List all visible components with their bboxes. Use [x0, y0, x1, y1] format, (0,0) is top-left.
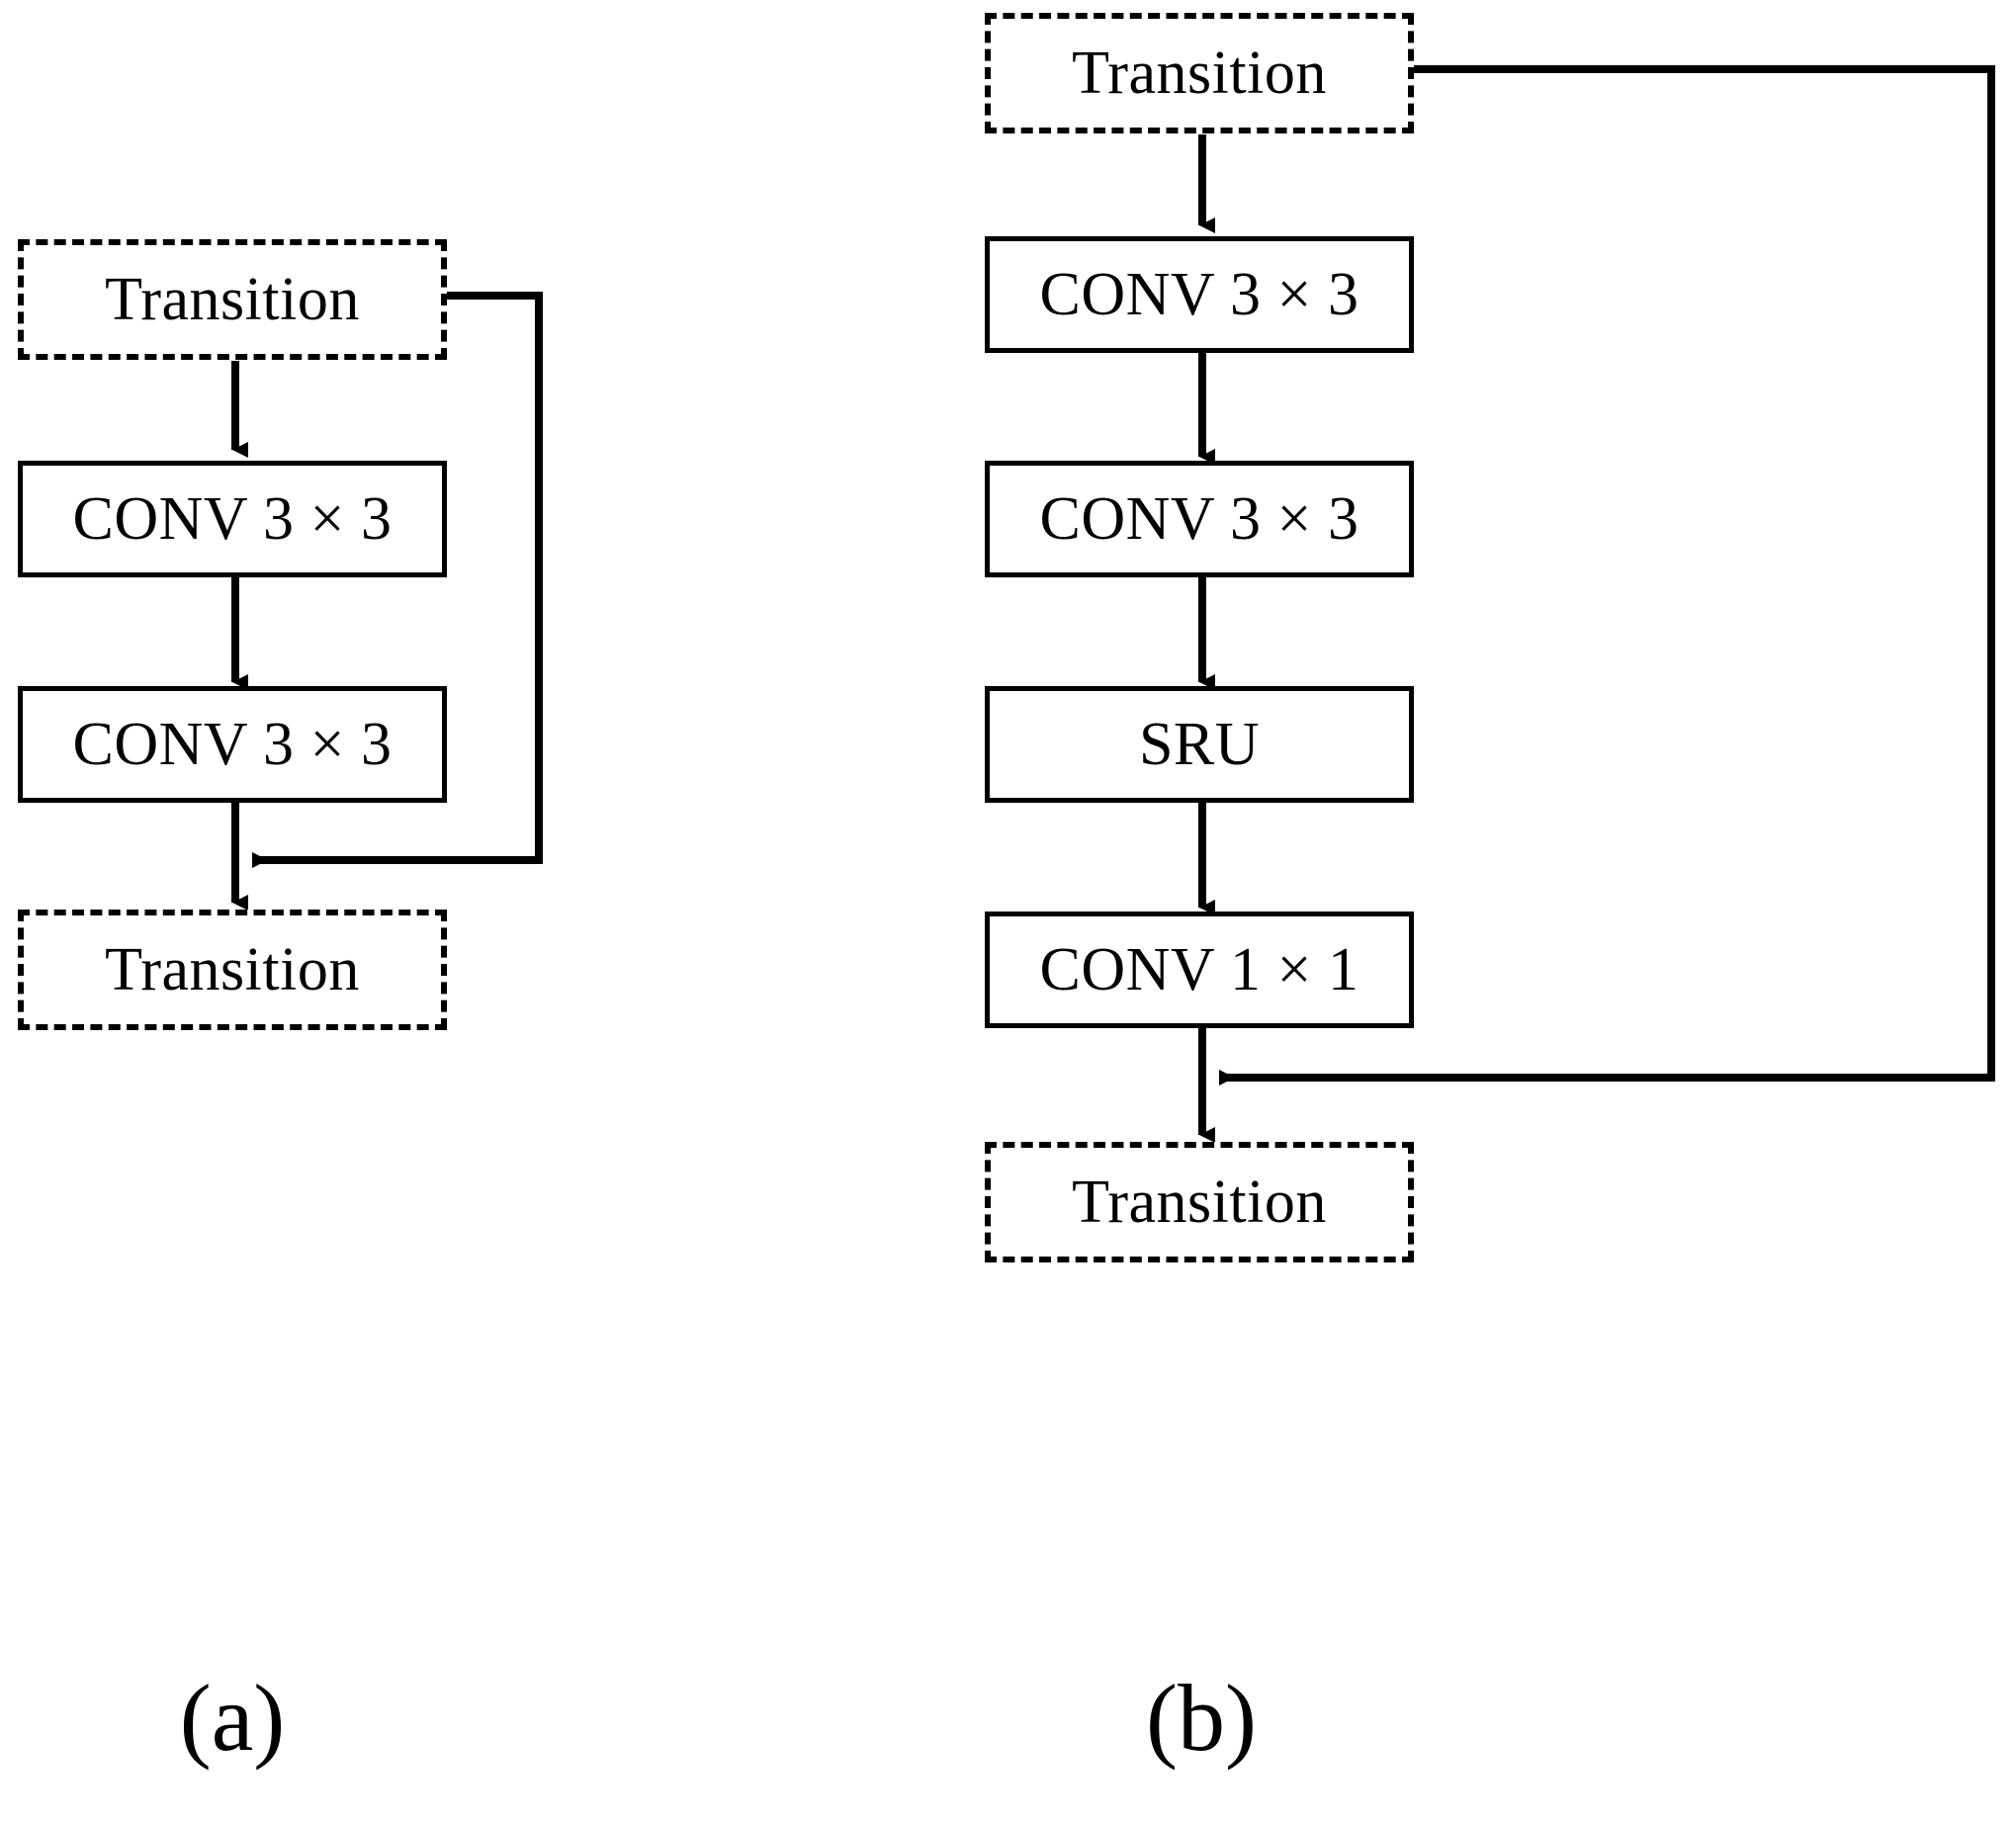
node-a-conv1[interactable]: CONV 3 × 3	[18, 461, 447, 577]
node-b-transition-top[interactable]: Transition	[985, 13, 1414, 133]
node-label: SRU	[1138, 711, 1261, 778]
node-label: Transition	[1072, 40, 1327, 107]
node-label: CONV 3 × 3	[72, 711, 393, 778]
node-label: CONV 3 × 3	[72, 485, 393, 553]
node-b-conv3[interactable]: CONV 1 × 1	[985, 912, 1414, 1028]
node-b-transition-bottom[interactable]: Transition	[985, 1142, 1414, 1262]
node-label: Transition	[105, 936, 360, 1003]
node-b-conv2[interactable]: CONV 3 × 3	[985, 461, 1414, 577]
node-b-conv1[interactable]: CONV 3 × 3	[985, 236, 1414, 353]
panel-a-caption: (a)	[179, 1665, 286, 1771]
panel-a-connectors	[231, 292, 543, 911]
node-a-conv2[interactable]: CONV 3 × 3	[18, 686, 447, 803]
node-label: Transition	[1072, 1169, 1327, 1236]
panel-b-caption: (b)	[1146, 1665, 1257, 1771]
node-label: CONV 1 × 1	[1039, 936, 1359, 1003]
node-a-transition-bottom[interactable]: Transition	[18, 910, 447, 1030]
node-label: CONV 3 × 3	[1039, 485, 1359, 553]
node-a-transition-top[interactable]: Transition	[18, 239, 447, 360]
node-label: CONV 3 × 3	[1039, 261, 1359, 328]
node-b-sru[interactable]: SRU	[985, 686, 1414, 803]
node-label: Transition	[105, 266, 360, 333]
